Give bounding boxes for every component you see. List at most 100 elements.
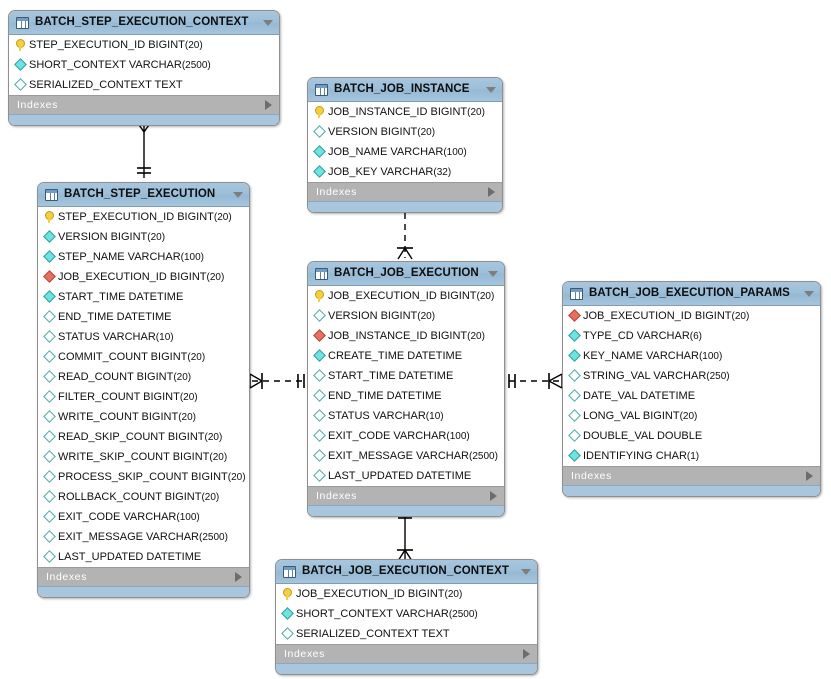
column-row[interactable]: FILTER_COUNT BIGINT(20) bbox=[38, 387, 249, 407]
entity-header[interactable]: BATCH_STEP_EXECUTION bbox=[38, 183, 249, 207]
nullable-diamond-icon bbox=[43, 411, 58, 423]
column-row[interactable]: COMMIT_COUNT BIGINT(20) bbox=[38, 347, 249, 367]
column-row[interactable]: JOB_INSTANCE_ID BIGINT(20) bbox=[308, 326, 504, 346]
column-row[interactable]: READ_COUNT BIGINT(20) bbox=[38, 367, 249, 387]
foreign-key-diamond-icon bbox=[313, 330, 328, 342]
column-label: IDENTIFYING CHAR(1) bbox=[583, 449, 700, 462]
chevron-right-icon[interactable] bbox=[488, 187, 495, 197]
column-row[interactable]: CREATE_TIME DATETIME bbox=[308, 346, 504, 366]
column-row[interactable]: SERIALIZED_CONTEXT TEXT bbox=[276, 624, 537, 644]
entity-header[interactable]: BATCH_JOB_EXECUTION bbox=[308, 262, 504, 286]
chevron-down-icon[interactable] bbox=[804, 290, 814, 297]
column-row[interactable]: START_TIME DATETIME bbox=[308, 366, 504, 386]
chevron-right-icon[interactable] bbox=[235, 572, 242, 582]
column-length: (100) bbox=[698, 350, 723, 362]
chevron-right-icon[interactable] bbox=[523, 649, 530, 659]
column-label: LAST_UPDATED DATETIME bbox=[328, 469, 472, 482]
chevron-right-icon[interactable] bbox=[265, 100, 272, 110]
entity-header[interactable]: BATCH_JOB_INSTANCE bbox=[308, 78, 502, 102]
chevron-right-icon[interactable] bbox=[806, 471, 813, 481]
column-row[interactable]: STATUS VARCHAR(10) bbox=[308, 406, 504, 426]
entity-batch-step-execution-context[interactable]: BATCH_STEP_EXECUTION_CONTEXT STEP_EXECUT… bbox=[8, 10, 280, 126]
indexes-row[interactable]: Indexes bbox=[308, 182, 502, 201]
column-row[interactable]: WRITE_SKIP_COUNT BIGINT(20) bbox=[38, 447, 249, 467]
primary-key-icon bbox=[43, 211, 58, 223]
column-row[interactable]: EXIT_CODE VARCHAR(100) bbox=[308, 426, 504, 446]
column-row[interactable]: KEY_NAME VARCHAR(100) bbox=[563, 346, 820, 366]
indexes-row[interactable]: Indexes bbox=[9, 95, 279, 114]
column-row[interactable]: JOB_INSTANCE_ID BIGINT(20) bbox=[308, 102, 502, 122]
foreign-key-diamond-icon bbox=[43, 271, 58, 283]
indexes-row[interactable]: Indexes bbox=[563, 466, 820, 485]
column-row[interactable]: IDENTIFYING CHAR(1) bbox=[563, 446, 820, 466]
column-row[interactable]: VERSION BIGINT(20) bbox=[38, 227, 249, 247]
nullable-diamond-icon bbox=[43, 311, 58, 323]
column-row[interactable]: END_TIME DATETIME bbox=[38, 307, 249, 327]
not-null-diamond-icon bbox=[281, 608, 296, 620]
entity-header[interactable]: BATCH_STEP_EXECUTION_CONTEXT bbox=[9, 11, 279, 35]
column-row[interactable]: READ_SKIP_COUNT BIGINT(20) bbox=[38, 427, 249, 447]
column-label: DATE_VAL DATETIME bbox=[583, 389, 696, 402]
column-label: JOB_NAME VARCHAR(100) bbox=[328, 145, 467, 158]
entity-footer bbox=[308, 201, 502, 212]
column-row[interactable]: JOB_KEY VARCHAR(32) bbox=[308, 162, 502, 182]
column-row[interactable]: SHORT_CONTEXT VARCHAR(2500) bbox=[9, 55, 279, 75]
chevron-down-icon[interactable] bbox=[521, 568, 531, 575]
column-row[interactable]: DATE_VAL DATETIME bbox=[563, 386, 820, 406]
column-row[interactable]: TYPE_CD VARCHAR(6) bbox=[563, 326, 820, 346]
column-row[interactable]: VERSION BIGINT(20) bbox=[308, 122, 502, 142]
column-row[interactable]: STEP_EXECUTION_ID BIGINT(20) bbox=[9, 35, 279, 55]
entity-header[interactable]: BATCH_JOB_EXECUTION_PARAMS bbox=[563, 282, 820, 306]
indexes-row[interactable]: Indexes bbox=[276, 644, 537, 663]
chevron-down-icon[interactable] bbox=[263, 19, 273, 26]
column-label: STATUS VARCHAR(10) bbox=[328, 409, 444, 422]
chevron-down-icon[interactable] bbox=[486, 86, 496, 93]
chevron-down-icon[interactable] bbox=[488, 270, 498, 277]
column-list: JOB_EXECUTION_ID BIGINT(20)SHORT_CONTEXT… bbox=[276, 584, 537, 644]
nullable-diamond-icon bbox=[313, 470, 328, 482]
column-row[interactable]: VERSION BIGINT(20) bbox=[308, 306, 504, 326]
column-row[interactable]: ROLLBACK_COUNT BIGINT(20) bbox=[38, 487, 249, 507]
indexes-row[interactable]: Indexes bbox=[308, 486, 504, 505]
column-row[interactable]: JOB_EXECUTION_ID BIGINT(20) bbox=[308, 286, 504, 306]
column-row[interactable]: LONG_VAL BIGINT(20) bbox=[563, 406, 820, 426]
column-row[interactable]: WRITE_COUNT BIGINT(20) bbox=[38, 407, 249, 427]
table-icon bbox=[315, 83, 328, 96]
column-row[interactable]: STEP_EXECUTION_ID BIGINT(20) bbox=[38, 207, 249, 227]
column-row[interactable]: START_TIME DATETIME bbox=[38, 287, 249, 307]
nullable-diamond-icon bbox=[281, 628, 296, 640]
entity-batch-job-execution-params[interactable]: BATCH_JOB_EXECUTION_PARAMS JOB_EXECUTION… bbox=[562, 281, 821, 497]
chevron-down-icon[interactable] bbox=[233, 191, 243, 198]
entity-batch-step-execution[interactable]: BATCH_STEP_EXECUTION STEP_EXECUTION_ID B… bbox=[37, 182, 250, 598]
column-row[interactable]: JOB_EXECUTION_ID BIGINT(20) bbox=[276, 584, 537, 604]
entity-header[interactable]: BATCH_JOB_EXECUTION_CONTEXT bbox=[276, 560, 537, 584]
column-row[interactable]: DOUBLE_VAL DOUBLE bbox=[563, 426, 820, 446]
column-row[interactable]: SHORT_CONTEXT VARCHAR(2500) bbox=[276, 604, 537, 624]
column-row[interactable]: STEP_NAME VARCHAR(100) bbox=[38, 247, 249, 267]
column-length: (10) bbox=[425, 410, 444, 422]
column-label: EXIT_CODE VARCHAR(100) bbox=[328, 429, 470, 442]
column-row[interactable]: EXIT_MESSAGE VARCHAR(2500) bbox=[308, 446, 504, 466]
entity-batch-job-execution[interactable]: BATCH_JOB_EXECUTION JOB_EXECUTION_ID BIG… bbox=[307, 261, 505, 517]
column-row[interactable]: JOB_EXECUTION_ID BIGINT(20) bbox=[563, 306, 820, 326]
column-row[interactable]: EXIT_MESSAGE VARCHAR(2500) bbox=[38, 527, 249, 547]
indexes-row[interactable]: Indexes bbox=[38, 567, 249, 586]
column-row[interactable]: END_TIME DATETIME bbox=[308, 386, 504, 406]
column-row[interactable]: STRING_VAL VARCHAR(250) bbox=[563, 366, 820, 386]
column-row[interactable]: EXIT_CODE VARCHAR(100) bbox=[38, 507, 249, 527]
column-row[interactable]: JOB_NAME VARCHAR(100) bbox=[308, 142, 502, 162]
column-row[interactable]: STATUS VARCHAR(10) bbox=[38, 327, 249, 347]
column-row[interactable]: PROCESS_SKIP_COUNT BIGINT(20) bbox=[38, 467, 249, 487]
column-row[interactable]: LAST_UPDATED DATETIME bbox=[308, 466, 504, 486]
not-null-diamond-icon bbox=[43, 291, 58, 303]
column-length: (20) bbox=[731, 310, 750, 322]
entity-batch-job-instance[interactable]: BATCH_JOB_INSTANCE JOB_INSTANCE_ID BIGIN… bbox=[307, 77, 503, 213]
nullable-diamond-icon bbox=[43, 451, 58, 463]
column-row[interactable]: SERIALIZED_CONTEXT TEXT bbox=[9, 75, 279, 95]
column-row[interactable]: LAST_UPDATED DATETIME bbox=[38, 547, 249, 567]
nullable-diamond-icon bbox=[43, 471, 58, 483]
chevron-right-icon[interactable] bbox=[490, 491, 497, 501]
column-label: WRITE_COUNT BIGINT(20) bbox=[58, 410, 196, 423]
entity-batch-job-execution-context[interactable]: BATCH_JOB_EXECUTION_CONTEXT JOB_EXECUTIO… bbox=[275, 559, 538, 675]
column-row[interactable]: JOB_EXECUTION_ID BIGINT(20) bbox=[38, 267, 249, 287]
